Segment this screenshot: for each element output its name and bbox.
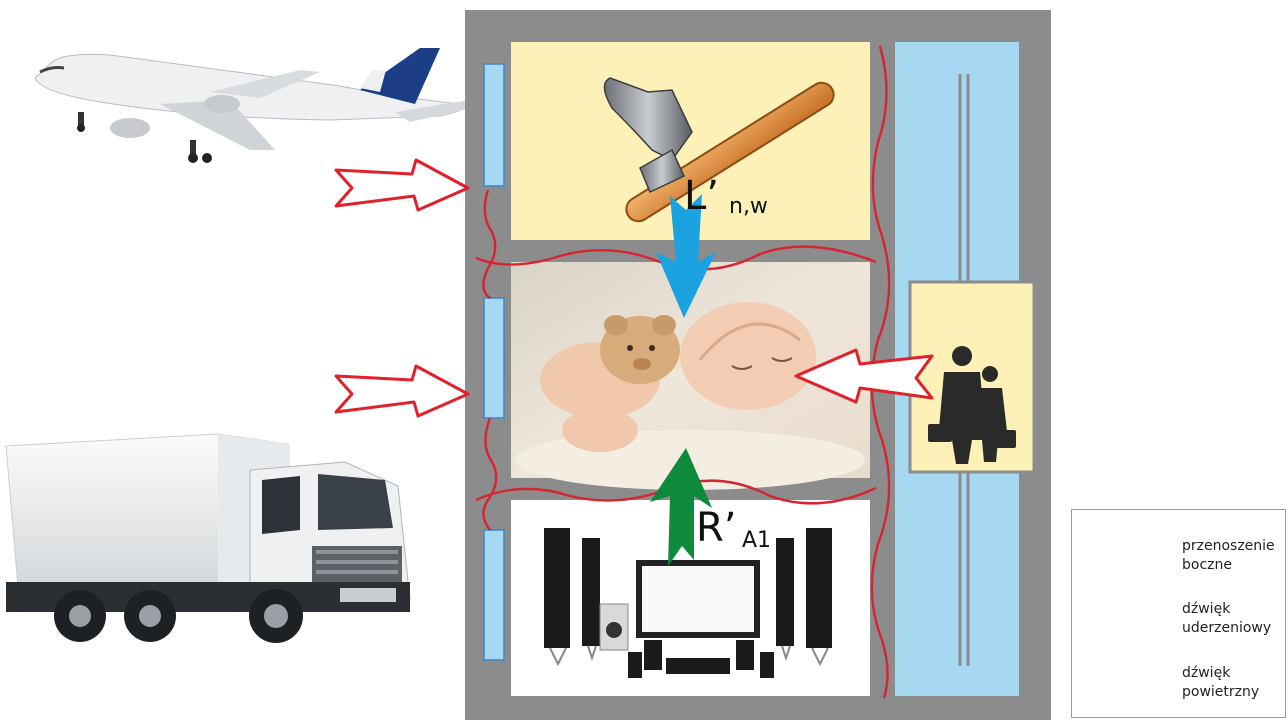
- legend-impact-line1: dźwięk: [1182, 600, 1286, 619]
- outdoor-noise-arrow-truck: [336, 366, 468, 416]
- impact-label-main: L’: [684, 176, 719, 216]
- legend-airborne-line1: dźwięk: [1182, 664, 1286, 683]
- legend-flanking-line1: przenoszenie: [1182, 537, 1286, 556]
- impact-label-sub: n,w: [729, 196, 768, 218]
- airplane-image: [35, 48, 472, 163]
- window-top: [484, 64, 504, 186]
- legend-flanking-line2: boczne: [1182, 556, 1286, 575]
- outdoor-noise-arrow-plane: [336, 160, 468, 210]
- window-middle: [484, 298, 504, 418]
- airborne-label-sub: A1: [742, 530, 771, 552]
- legend-item-airborne: dźwięk powietrzny: [1182, 664, 1286, 702]
- legend-item-flanking: przenoszenie boczne: [1182, 537, 1286, 575]
- legend-airborne-line2: powietrzny: [1182, 683, 1286, 702]
- airborne-label-main: R’: [696, 508, 737, 548]
- window-bottom: [484, 530, 504, 660]
- truck-image: [6, 434, 410, 643]
- legend-item-impact: dźwięk uderzeniowy: [1182, 600, 1286, 638]
- legend-impact-line2: uderzeniowy: [1182, 619, 1286, 638]
- legend: przenoszenie boczne dźwięk uderzeniowy d…: [1071, 509, 1286, 718]
